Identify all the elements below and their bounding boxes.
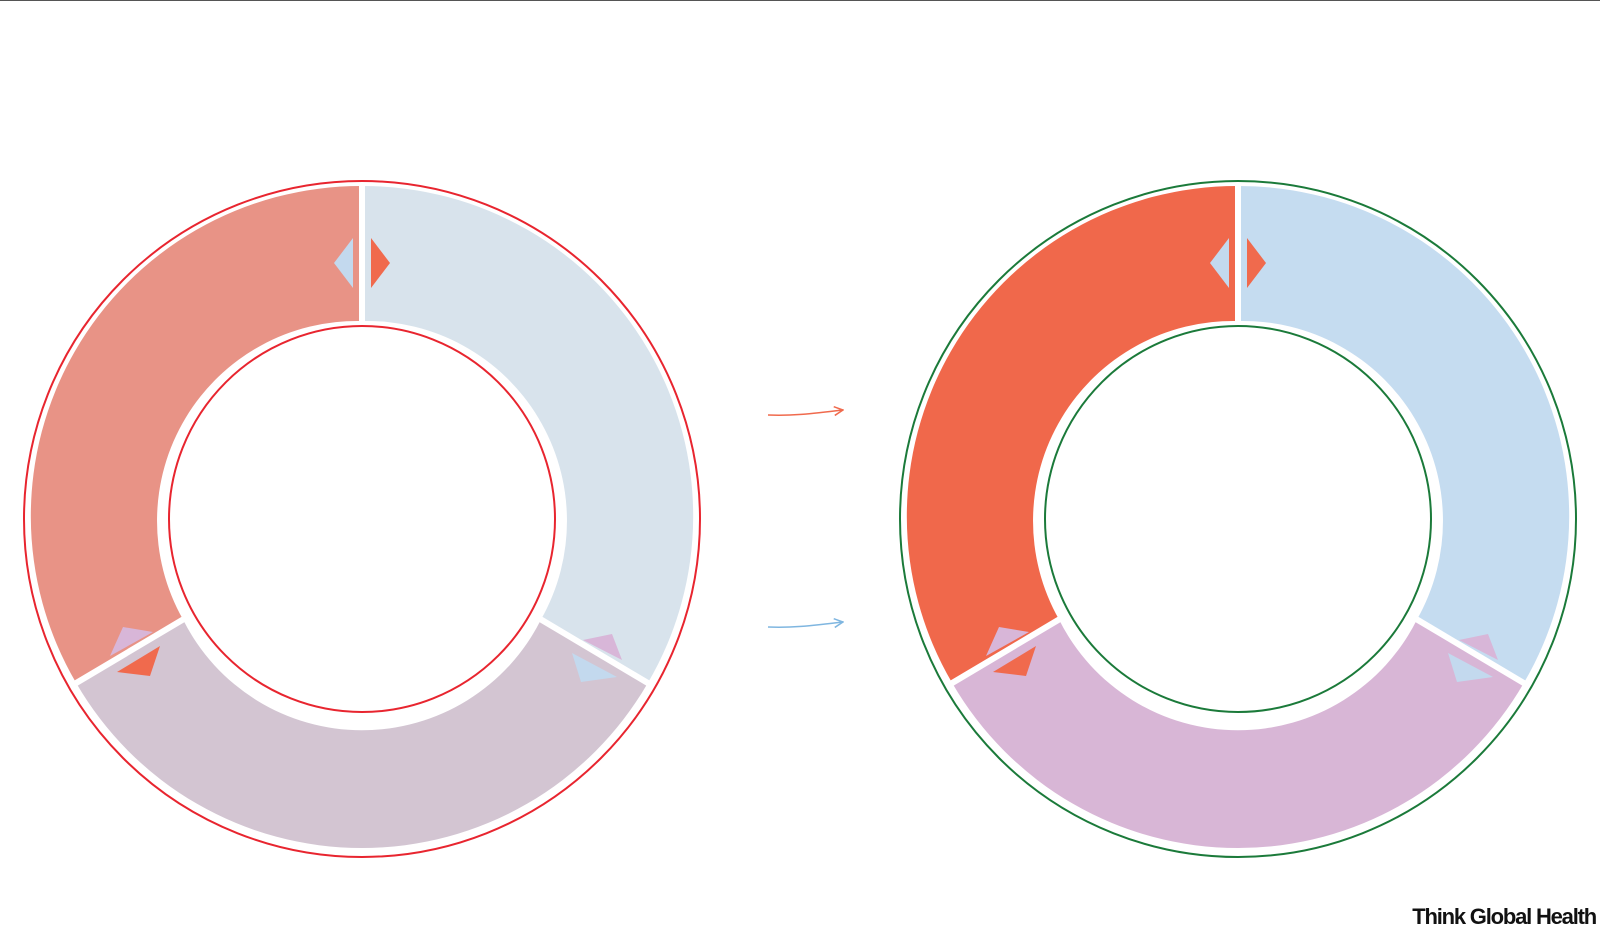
marker-top-right — [1247, 238, 1266, 288]
divider-lower-right — [537, 615, 652, 687]
marker-lower-right-outer — [1459, 634, 1498, 660]
outer-ring — [23, 180, 701, 858]
divider-lower-left — [948, 615, 1063, 687]
marker-lower-left-inner — [117, 646, 160, 676]
marker-lower-left-inner — [993, 646, 1036, 676]
ring-before — [23, 180, 701, 858]
segment-left — [906, 185, 1238, 683]
marker-lower-left-outer — [110, 627, 153, 656]
arrow-red-right — [767, 410, 843, 415]
outer-ring — [899, 180, 1577, 858]
marker-top-left — [1210, 238, 1229, 288]
segment-bottom — [76, 619, 648, 849]
segment-left — [30, 185, 362, 683]
inner-ring — [168, 325, 556, 713]
ring-after — [899, 180, 1577, 858]
marker-lower-right-outer — [583, 634, 622, 660]
arrow-blue-right — [767, 622, 843, 627]
segment-bottom — [952, 619, 1524, 849]
divider-lower-left — [72, 615, 187, 687]
brand-logo: Think Global Health — [1412, 904, 1597, 929]
divider-lower-right — [1413, 615, 1528, 687]
marker-lower-right-inner — [1448, 653, 1493, 682]
marker-top-left — [334, 238, 353, 288]
segment-right — [1238, 185, 1570, 683]
inner-ring — [1044, 325, 1432, 713]
segment-right — [362, 185, 694, 683]
marker-top-right — [371, 238, 390, 288]
marker-lower-right-inner — [572, 653, 617, 682]
top-rule — [0, 0, 1600, 1]
marker-lower-left-outer — [986, 627, 1029, 656]
